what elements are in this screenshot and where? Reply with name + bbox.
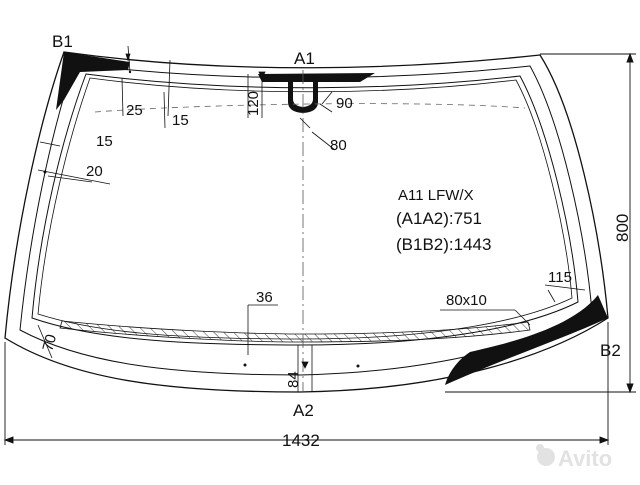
point-label-a1: A1 bbox=[294, 49, 315, 68]
hatched-band bbox=[59, 320, 531, 343]
dim-label-25: 25 bbox=[126, 102, 143, 119]
dim-label-115: 115 bbox=[548, 269, 572, 286]
leaders-bottom bbox=[37, 284, 586, 392]
dim-label-width: 1432 bbox=[282, 431, 320, 450]
frit-corner-b2 bbox=[445, 295, 608, 385]
dim-label-90: 90 bbox=[336, 95, 353, 112]
dim-label-70: 70 bbox=[39, 333, 60, 354]
watermark-dot-large bbox=[537, 448, 555, 466]
leaders-top bbox=[37, 45, 336, 185]
dim-label-15-top: 15 bbox=[172, 112, 189, 129]
frit-band-top bbox=[258, 73, 375, 82]
avito-watermark: Avito bbox=[536, 444, 612, 471]
dim-label-84: 84 bbox=[285, 371, 302, 388]
dim-label-15-side: 15 bbox=[96, 133, 113, 150]
model-code: A11 LFW/X bbox=[398, 187, 474, 204]
spacer-dots bbox=[43, 70, 360, 368]
frit-corner-b1 bbox=[56, 52, 130, 110]
point-label-b2: B2 bbox=[600, 341, 621, 360]
point-label-b1: B1 bbox=[52, 32, 73, 51]
dim-label-height: 800 bbox=[613, 214, 632, 242]
dim-label-80: 80 bbox=[330, 137, 347, 154]
b1b2-measure: (B1B2):1443 bbox=[396, 235, 491, 254]
dim-height bbox=[445, 52, 636, 394]
glass-outer-outline bbox=[4, 51, 609, 393]
dim-label-120: 120 bbox=[245, 91, 262, 116]
a1a2-measure: (A1A2):751 bbox=[396, 209, 482, 228]
dim-label-36: 36 bbox=[256, 289, 273, 306]
dim-label-80x10: 80x10 bbox=[446, 292, 487, 309]
visible-area-outline bbox=[31, 73, 579, 346]
dashed-line-upper bbox=[94, 103, 526, 113]
dim-label-20: 20 bbox=[86, 163, 103, 180]
dim-width bbox=[3, 322, 610, 445]
visible-area-inner bbox=[37, 77, 573, 340]
point-label-a2: A2 bbox=[293, 401, 314, 420]
watermark-text: Avito bbox=[558, 446, 612, 471]
watermark-dot-small bbox=[536, 444, 544, 452]
